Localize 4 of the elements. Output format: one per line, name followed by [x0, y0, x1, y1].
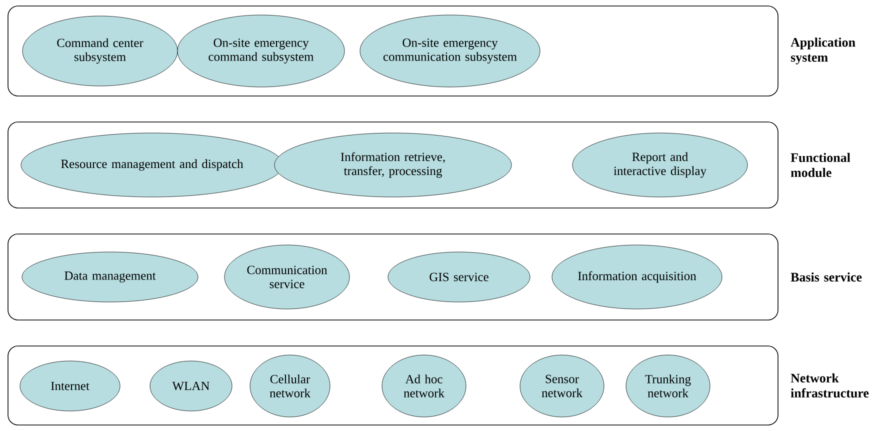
- layer-label: Basis service: [790, 272, 862, 282]
- layer-label: Application system: [790, 38, 856, 64]
- layer-label: Functional module: [790, 152, 850, 178]
- layer-label: Network infrastructure: [790, 373, 869, 398]
